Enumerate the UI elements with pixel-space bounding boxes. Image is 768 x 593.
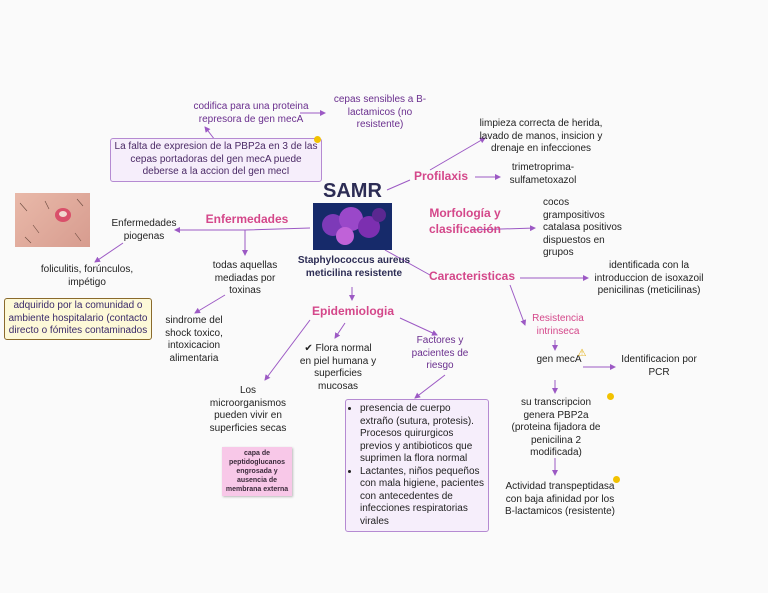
node-flora: ✔ Flora normal en piel humana y superfic… bbox=[299, 343, 377, 392]
node-identificada: identificada con la introduccion de isox… bbox=[594, 260, 704, 296]
node-limpieza: limpieza correcta de herida, lavado de m… bbox=[479, 118, 603, 154]
node-transcripcion: su transcripcion genera PBP2a (proteina … bbox=[511, 397, 601, 458]
note-dot-icon bbox=[314, 136, 321, 143]
node-enfermedades: Enfermedades bbox=[205, 212, 289, 226]
node-epidemiologia: Epidemiologia bbox=[311, 304, 394, 318]
node-actividad: Actividad transpeptidasa con baja afinid… bbox=[504, 481, 616, 517]
node-capa: capa de peptidoglucanos engrosada y ause… bbox=[222, 447, 292, 496]
note-dot-icon bbox=[613, 476, 620, 483]
node-cepas-sensibles: cepas sensibles a B-lactamicos (no resis… bbox=[333, 94, 427, 130]
node-profilaxis: Profilaxis bbox=[413, 169, 469, 183]
warning-icon: ⚠ bbox=[577, 348, 587, 359]
bacteria-image bbox=[313, 203, 392, 250]
node-sindrome: sindrome del shock toxico, intoxicacion … bbox=[165, 315, 223, 364]
node-caracteristicas: Caracteristicas bbox=[428, 269, 516, 283]
list-item: Lactantes, niños pequeños con mala higie… bbox=[360, 466, 484, 529]
node-resistencia: Resistencia intrinseca bbox=[532, 313, 584, 337]
node-gen-meca: gen mecA bbox=[536, 354, 582, 365]
node-morfologia: Morfología y clasificación bbox=[428, 206, 502, 236]
node-enfermedades-piogenas: Enfermedades piogenas bbox=[111, 218, 177, 242]
node-cocos: cocos grampositivos catalasa positivos d… bbox=[543, 197, 622, 258]
node-foliculitis: foliculitis, forúnculos, impétigo bbox=[40, 264, 134, 288]
node-falta-expresion: La falta de expresion de la PBP2a en 3 d… bbox=[110, 138, 322, 182]
center-subtitle: Staphylococcus aureus meticilina resiste… bbox=[297, 255, 411, 279]
node-microorganismos: Los microorganismos pueden vivir en supe… bbox=[209, 385, 287, 434]
node-codifica: codifica para una proteina represora de … bbox=[193, 101, 309, 125]
node-todas-aquellas: todas aquellas mediadas por toxinas bbox=[212, 260, 278, 296]
list-item: presencia de cuerpo extraño (sutura, pro… bbox=[360, 403, 484, 466]
skin-lesion-image bbox=[15, 193, 90, 247]
note-dot-icon bbox=[607, 393, 614, 400]
node-factores-riesgo-list: presencia de cuerpo extraño (sutura, pro… bbox=[345, 399, 489, 532]
riesgo-list: presencia de cuerpo extraño (sutura, pro… bbox=[350, 403, 484, 528]
node-factores: Factores y pacientes de riesgo bbox=[411, 335, 469, 371]
node-trimetroprima: trimetroprima-sulfametoxazol bbox=[509, 162, 577, 186]
node-adquirido: adquirido por la comunidad o ambiente ho… bbox=[4, 298, 152, 340]
map-title: SAMR bbox=[323, 180, 382, 202]
node-identificacion-pcr: Identificacion por PCR bbox=[621, 354, 697, 378]
